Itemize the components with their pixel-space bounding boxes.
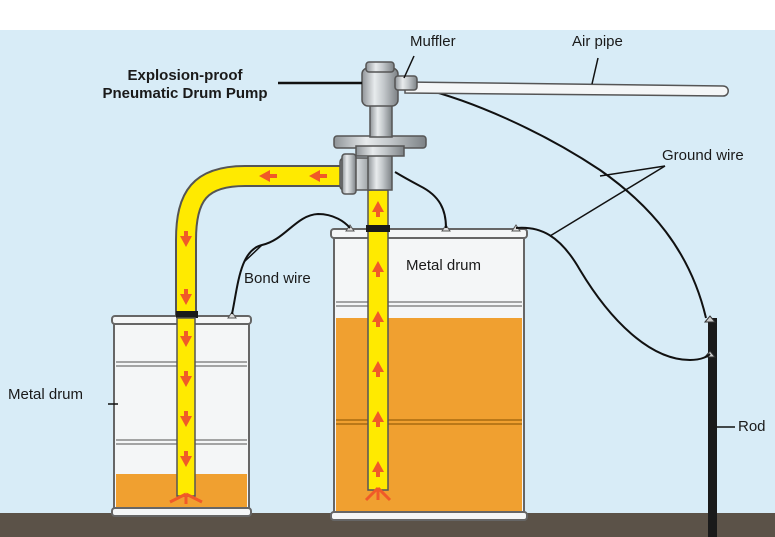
arrow-icon xyxy=(180,331,192,347)
pump-label-line1: Explosion-proof xyxy=(127,67,243,84)
ground-wire-label: Ground wire xyxy=(662,147,744,164)
pump-cap xyxy=(365,61,395,73)
rod-clamp xyxy=(703,315,717,323)
arrow-icon xyxy=(372,311,384,327)
drum-right-rim xyxy=(330,228,528,239)
pump-label-line2: Pneumatic Drum Pump xyxy=(102,85,268,102)
pump-bung xyxy=(366,225,390,232)
pump-label: Explosion-proof Pneumatic Drum Pump xyxy=(92,67,278,103)
arrow-icon xyxy=(372,261,384,277)
bond-wire-label: Bond wire xyxy=(244,270,311,287)
arrow-icon xyxy=(372,461,384,477)
arrow-icon xyxy=(372,201,384,217)
intake-icon xyxy=(364,486,392,502)
flow-arrows xyxy=(169,170,392,504)
arrow-icon xyxy=(180,411,192,427)
air-pipe-label: Air pipe xyxy=(572,33,623,50)
arrow-icon xyxy=(309,170,327,182)
ground-wire-pump xyxy=(419,87,707,319)
hose-bung-left xyxy=(176,311,198,318)
arrow-icon xyxy=(372,361,384,377)
muffler xyxy=(394,75,418,91)
rod-label: Rod xyxy=(738,418,766,435)
pump-neck xyxy=(369,102,393,138)
arrow-icon xyxy=(180,289,192,305)
drum-left-lug xyxy=(227,311,237,319)
muffler-leader xyxy=(403,55,415,79)
arrow-icon xyxy=(180,371,192,387)
drum-left-base xyxy=(111,507,252,517)
pump-to-drum-wire xyxy=(394,171,447,229)
ground-wire-leader-2 xyxy=(549,165,666,237)
bond-wire-leader xyxy=(243,244,263,263)
arrow-icon xyxy=(259,170,277,182)
muffler-label: Muffler xyxy=(410,33,456,50)
leader-lines xyxy=(108,55,735,428)
ground-rod xyxy=(708,318,717,537)
pump-motor xyxy=(361,67,399,107)
arrow-icon xyxy=(180,451,192,467)
air-pipe xyxy=(404,81,729,97)
arrow-icon xyxy=(180,231,192,247)
hose-coupling xyxy=(341,153,357,195)
air-pipe-leader xyxy=(591,57,599,85)
arrow-icon xyxy=(372,411,384,427)
pump-collar xyxy=(355,145,405,157)
pump-tube xyxy=(367,189,389,491)
drum-right-liquid xyxy=(336,318,522,514)
bond-wire xyxy=(231,212,351,315)
outflow-splash-icon xyxy=(169,492,203,504)
metal-drum-left-label: Metal drum xyxy=(8,386,84,403)
metal-drum-right-label: Metal drum xyxy=(406,257,482,274)
pneumatic-pump xyxy=(333,61,427,491)
ground-wire-leader-1 xyxy=(599,165,666,177)
drum-right-base xyxy=(330,511,528,521)
